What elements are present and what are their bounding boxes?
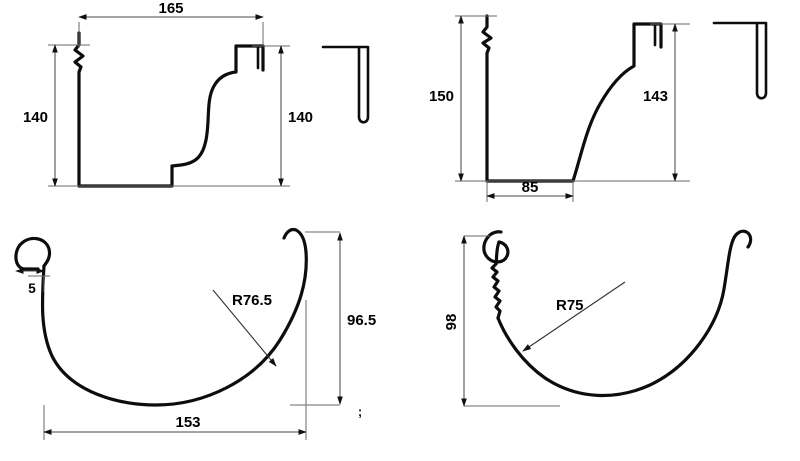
- dimension-r76-5-label: R76.5: [232, 292, 272, 309]
- dimension-165-label: 165: [158, 0, 183, 17]
- dimension-85: 85: [486, 179, 574, 199]
- dimension-143-label: 143: [643, 88, 668, 105]
- dimension-153: 153: [43, 414, 307, 435]
- dimension-r75-label: R75: [556, 297, 584, 314]
- dimension-96-5-label: 96.5: [347, 312, 376, 329]
- dimension-85-label: 85: [522, 179, 539, 196]
- dimension-98-label: 98: [443, 314, 460, 331]
- dimension-153-label: 153: [175, 414, 200, 431]
- dimension-r76-5: R76.5: [212, 289, 277, 367]
- dim-extension-lines-br: [464, 235, 560, 407]
- view-bottom-left-half-round: 5 R76.5 96.5 153 ;: [14, 227, 376, 440]
- side-view-bracket-tr: [712, 21, 768, 100]
- ornamental-bowl-outline: [496, 229, 753, 398]
- half-round-profile-outline: [14, 227, 308, 407]
- side-view-bracket-tl: [321, 45, 370, 124]
- dimension-5-label: 5: [28, 281, 36, 296]
- dimension-r75: R75: [522, 281, 626, 352]
- dimension-150: 150: [429, 15, 464, 182]
- dim-extension-lines-bl: [28, 231, 340, 440]
- dimension-140-right-label: 140: [288, 109, 313, 126]
- dimension-140-left: 140: [23, 44, 58, 187]
- view-top-right-curved-section: 150 143 85: [429, 14, 768, 202]
- stray-mark: ;: [358, 404, 362, 419]
- dimension-143: 143: [643, 23, 678, 182]
- curved-profile-outline: [481, 14, 663, 183]
- dimension-96-5: 96.5: [337, 232, 376, 405]
- dimension-98: 98: [443, 235, 467, 407]
- view-bottom-right-ornamental: 98 R75: [443, 229, 753, 407]
- dimension-150-label: 150: [429, 88, 454, 105]
- dimension-165: 165: [78, 0, 264, 20]
- ogee-profile-outline: [73, 31, 265, 188]
- dimension-5: 5: [15, 268, 45, 296]
- dimension-140-left-label: 140: [23, 109, 48, 126]
- dimension-140-right: 140: [278, 45, 313, 187]
- ornamental-hook-bead: [482, 230, 510, 320]
- view-top-left-ogee-section: 165 140 140: [23, 0, 370, 188]
